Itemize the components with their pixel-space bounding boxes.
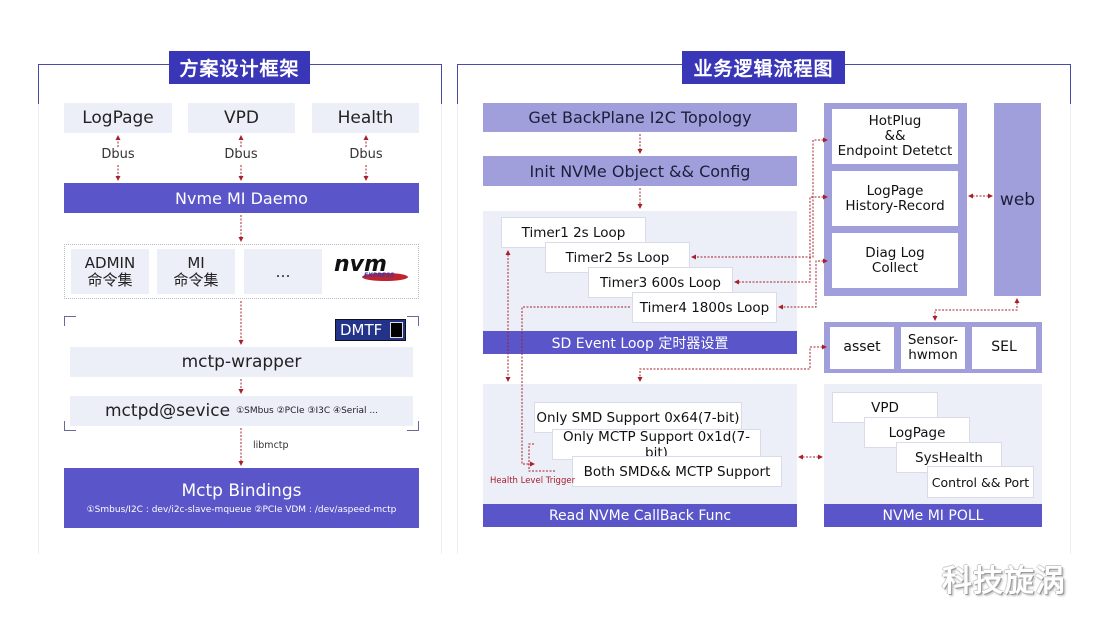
right-panel-title: 业务逻辑流程图 <box>682 51 845 84</box>
mctp-bindings-box: Mctp Bindings ①Smbus/I2C : dev/i2c-slave… <box>64 468 419 528</box>
nvme-logo-main: nvm <box>334 252 387 277</box>
mi-sublabel: 命令集 <box>173 270 219 289</box>
diag-log-box: Diag Log Collect <box>832 233 958 288</box>
support-both-box: Both SMD&& MCTP Support <box>573 457 781 486</box>
admin-sublabel: 命令集 <box>87 270 133 289</box>
asset-label: asset <box>843 339 881 356</box>
bracket-top-left <box>64 316 76 326</box>
nvme-logo-sub: EXPRESS <box>364 272 395 279</box>
sel-label: SEL <box>991 339 1017 356</box>
vpd-box: VPD <box>188 103 295 133</box>
dbus-label-logpage: Dbus <box>101 147 135 162</box>
mctpd-transports: ①SMbus ②PCIe ③I3C ④Serial ... <box>236 406 378 416</box>
sel-box: SEL <box>972 327 1036 369</box>
logpage-history-line1: LogPage <box>866 182 924 199</box>
admin-label: ADMIN <box>84 254 136 272</box>
poll-control-port-box: Control && Port <box>928 467 1033 497</box>
watermark: 科技旋涡 <box>942 564 1066 599</box>
sensor-hwmon-box: Sensor- hwmon <box>901 327 965 369</box>
sensor-line1: Sensor- <box>907 332 959 349</box>
read-callback-bar: Read NVMe CallBack Func <box>483 504 797 527</box>
mctp-bindings-title: Mctp Bindings <box>181 481 302 501</box>
asset-box: asset <box>830 327 894 369</box>
dbus-label-health: Dbus <box>349 147 383 162</box>
health-box: Health <box>312 103 419 133</box>
bracket-bottom-right <box>407 421 419 431</box>
mctp-bindings-detail: ①Smbus/I2C : dev/i2c-slave-mqueue ②PCIe … <box>86 505 397 515</box>
ellipsis: … <box>275 262 291 281</box>
more-command-sets: … <box>244 249 322 294</box>
hotplug-box: HotPlug && Endpoint Detetct <box>832 109 958 164</box>
dmtf-logo-mark <box>390 322 403 338</box>
health-level-trigger-label: Health Level Trigger <box>490 476 576 486</box>
support-mctp-box: Only MCTP Support 0x1d(7-bit) <box>553 429 760 461</box>
sensor-line2: hwmon <box>908 347 958 363</box>
left-panel-title: 方案设计框架 <box>169 51 310 84</box>
mctp-wrapper-box: mctp-wrapper <box>70 347 413 377</box>
poll-logpage-box: LogPage <box>865 418 969 447</box>
diag-log-line2: Collect <box>871 259 919 276</box>
left-panel-body <box>38 104 442 554</box>
timer2-box: Timer2 5s Loop <box>546 243 689 272</box>
dmtf-logo-text: DMTF <box>340 321 383 339</box>
diag-log-line1: Diag Log <box>865 244 925 261</box>
mi-command-set: MI 命令集 <box>157 249 235 294</box>
get-topology-box: Get BackPlane I2C Topology <box>483 103 797 132</box>
bracket-top-right <box>407 316 419 326</box>
mctpd-service-box: mctpd@sevice ①SMbus ②PCIe ③I3C ④Serial .… <box>70 396 413 426</box>
command-set-group <box>64 244 419 299</box>
mctpd-service-label: mctpd@sevice <box>105 401 231 421</box>
timer3-box: Timer3 600s Loop <box>589 268 732 297</box>
timer4-box: Timer4 1800s Loop <box>633 293 776 322</box>
web-box: web <box>994 103 1041 296</box>
logpage-history-line2: History-Record <box>845 197 945 214</box>
nvme-logo-swoosh <box>362 273 408 281</box>
logpage-box: LogPage <box>64 103 172 133</box>
nvme-mi-daemon-bar: Nvme MI Daemo <box>64 183 419 213</box>
timer1-box: Timer1 2s Loop <box>502 218 645 247</box>
mi-label: MI <box>187 254 205 272</box>
libmctp-label: libmctp <box>253 440 289 451</box>
hotplug-line1: HotPlug <box>868 113 922 130</box>
dbus-label-vpd: Dbus <box>224 147 258 162</box>
logpage-history-box: LogPage History-Record <box>832 171 958 226</box>
right-panel-body <box>457 104 1071 554</box>
admin-command-set: ADMIN 命令集 <box>71 249 149 294</box>
bracket-bottom-left <box>64 421 76 431</box>
sd-event-loop-bar: SD Event Loop 定时器设置 <box>483 331 797 354</box>
hotplug-line3: Endpoint Detetct <box>837 142 953 159</box>
hotplug-line2: && <box>884 128 906 145</box>
init-nvme-box: Init NVMe Object && Config <box>483 156 797 186</box>
dmtf-logo: DMTF <box>335 319 406 341</box>
nvme-express-logo: nvm EXPRESS <box>332 252 412 290</box>
mi-poll-bar: NVMe MI POLL <box>824 504 1042 527</box>
poll-vpd-box: VPD <box>833 393 937 422</box>
